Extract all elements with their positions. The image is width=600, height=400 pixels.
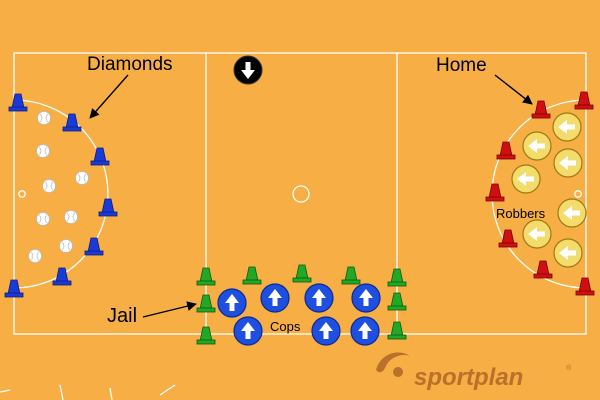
cone-icon [387, 268, 407, 287]
player-token-icon [553, 148, 583, 178]
home-pointer [494, 74, 533, 105]
cone-icon [62, 113, 82, 132]
direction-arrow-icon [559, 156, 576, 170]
direction-arrow-icon [268, 289, 282, 306]
home-label: Home [436, 55, 487, 76]
direction-arrow-icon [528, 139, 545, 153]
robbers-group [511, 112, 587, 268]
shooting-circle-left [13, 99, 109, 289]
direction-arrow-icon [241, 62, 255, 79]
cone-icon [496, 141, 516, 160]
direction-arrow-icon [359, 289, 373, 306]
cone-icon [90, 147, 110, 166]
cops-group [217, 283, 381, 346]
direction-arrow-icon [241, 322, 255, 339]
court-lines [0, 52, 587, 400]
player-token-icon [233, 316, 263, 346]
direction-arrow-icon [312, 289, 326, 306]
diamonds-label: Diamonds [87, 54, 173, 75]
annotation-arrows [89, 74, 533, 318]
cone-icon [196, 294, 216, 313]
direction-arrow-icon [558, 120, 575, 134]
player-token-icon [552, 112, 582, 142]
player-token-icon [350, 316, 380, 346]
netball-icon [42, 179, 56, 193]
direction-arrow-icon [319, 322, 333, 339]
cone-icon [341, 266, 361, 285]
player-token-icon [233, 55, 263, 85]
goal-post-right [574, 190, 582, 198]
netball-icon [37, 111, 51, 125]
logo-registered-mark: ® [566, 364, 572, 372]
sportplan-logo: sportplan ® [376, 352, 572, 391]
cone-icon [242, 266, 262, 285]
red-cones [485, 91, 595, 296]
logo-swoosh-icon [376, 352, 410, 373]
player-token-icon [311, 316, 341, 346]
blue-cones [4, 93, 118, 298]
logo-ball-icon [393, 367, 403, 377]
jail-label: Jail [107, 305, 137, 327]
direction-arrow-icon [528, 227, 545, 241]
netball-icon [64, 210, 78, 224]
player-token-icon [260, 283, 290, 313]
goal-post-left [18, 190, 26, 198]
logo-text: sportplan [414, 364, 523, 391]
player-token-icon [351, 283, 381, 313]
cone-icon [533, 260, 553, 279]
cone-icon [196, 326, 216, 345]
lower-court-markings [0, 384, 176, 400]
netball-icon [75, 171, 89, 185]
direction-arrow-icon [559, 246, 576, 260]
cone-icon [575, 277, 595, 296]
diamonds-pointer [89, 74, 129, 119]
netball-icon [28, 249, 42, 263]
netball-icon [36, 144, 50, 158]
player-token-icon [522, 131, 552, 161]
cone-icon [4, 279, 24, 298]
cone-icon [574, 91, 594, 110]
cone-icon [84, 237, 104, 256]
direction-arrow-icon [225, 294, 239, 311]
court-boundary [13, 52, 587, 335]
cone-icon [485, 183, 505, 202]
cone-icon [292, 264, 312, 283]
direction-arrow-icon [358, 322, 372, 339]
player-token-icon [511, 164, 541, 194]
netball-icon [36, 212, 50, 226]
cone-icon [98, 198, 118, 217]
netball-icon [59, 239, 73, 253]
player-token-icon [553, 238, 583, 268]
diamonds-group [28, 111, 89, 263]
cops-label: Cops [270, 319, 301, 334]
jail-pointer [142, 301, 197, 318]
player-token-icon [557, 198, 587, 228]
green-cones [196, 264, 407, 345]
cone-icon [196, 267, 216, 286]
player-token-icon [522, 219, 552, 249]
player-token-icon [217, 288, 247, 318]
cone-icon [498, 229, 518, 248]
cone-icon [387, 292, 407, 311]
direction-arrow-icon [517, 172, 534, 186]
cone-icon [8, 93, 28, 112]
centre-circle [292, 185, 310, 203]
cone-icon [531, 100, 551, 119]
cone-icon [387, 321, 407, 340]
cone-icon [52, 267, 72, 286]
direction-arrow-icon [563, 206, 580, 220]
robbers-label: Robbers [496, 206, 546, 221]
player-token-icon [304, 283, 334, 313]
